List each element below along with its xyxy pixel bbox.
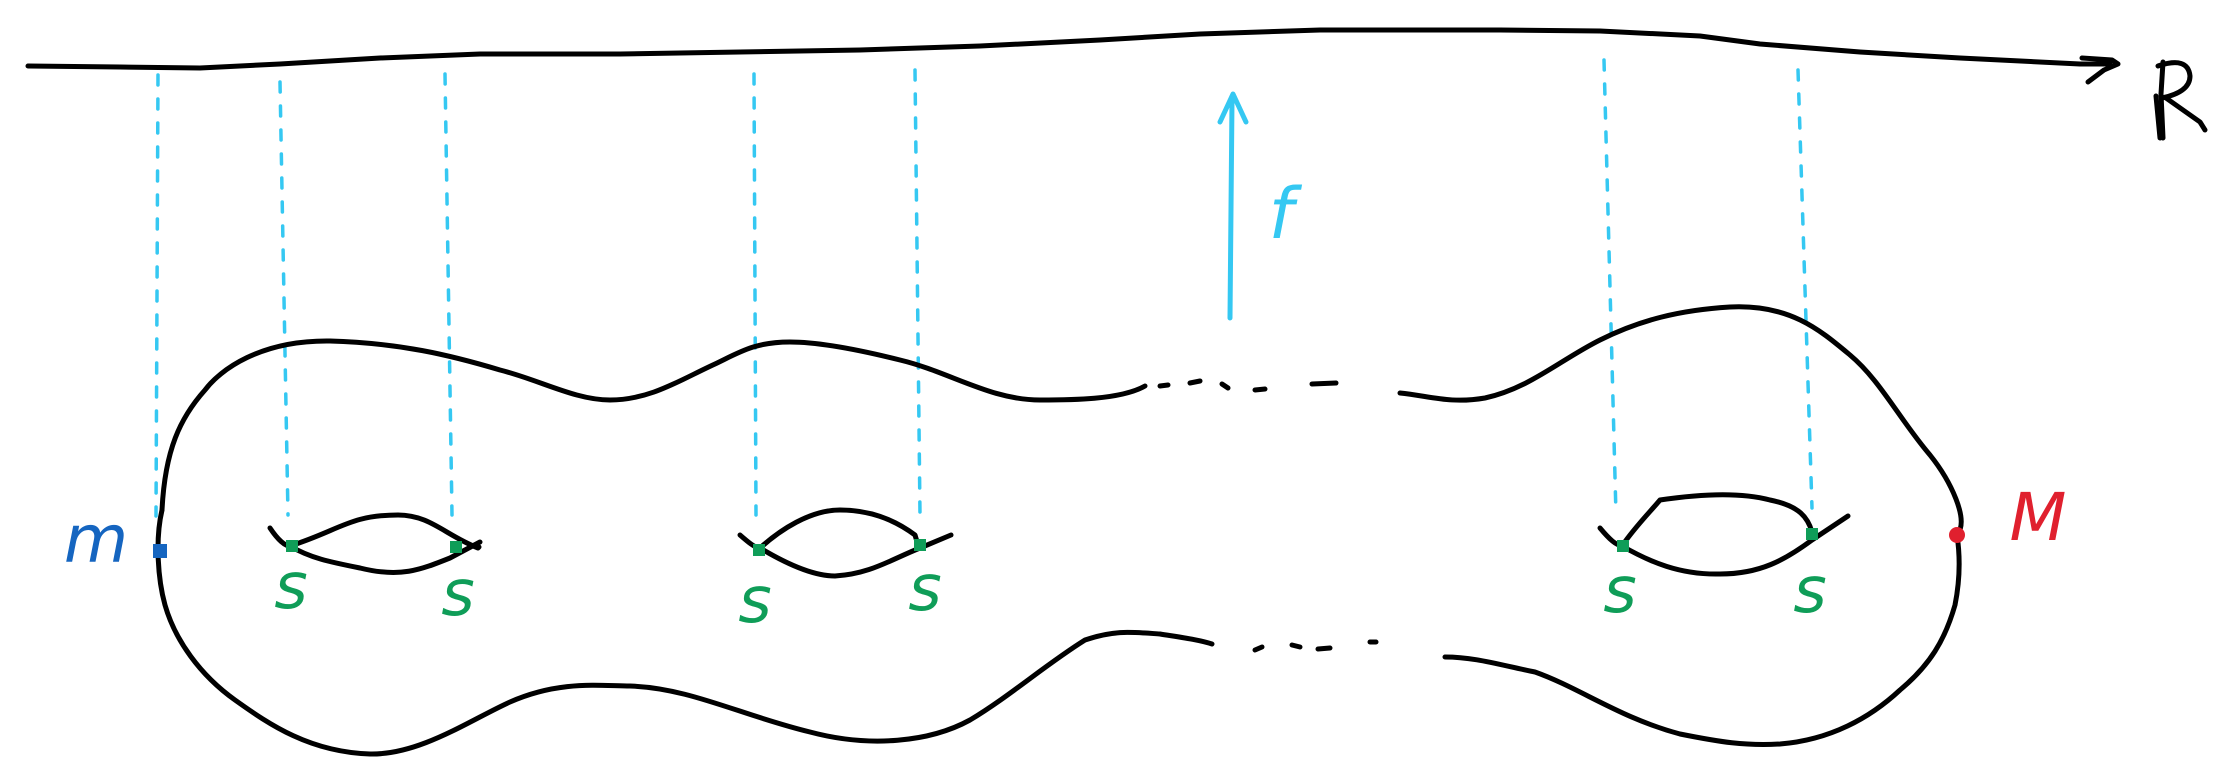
- function-arrow: f: [1217, 91, 1303, 321]
- saddle-point-3: [753, 544, 765, 556]
- projection-line-minimum: [154, 73, 160, 518]
- right-arrowhead-icon: [2079, 55, 2121, 85]
- surface-top-right: [1397, 304, 1964, 538]
- handle-hole-1: [267, 512, 483, 576]
- projection-line-saddle-6: [1796, 68, 1814, 510]
- saddle-point-6: [1806, 528, 1818, 540]
- surface-bottom-right: [1442, 532, 1962, 748]
- saddle-label-5: s: [1603, 554, 1636, 628]
- critical-points: [153, 527, 1965, 558]
- surface-top-left: [159, 338, 1148, 513]
- minimum-point: [153, 544, 167, 558]
- saddle-label-2: s: [441, 557, 474, 631]
- surface-bottom-left: [155, 507, 1215, 757]
- function-label: f: [1269, 173, 1303, 255]
- projection-line-saddle-5: [1602, 58, 1618, 517]
- real-line-label: R: [2153, 59, 2208, 141]
- projection-lines: [154, 58, 1814, 518]
- saddle-label-4: s: [908, 552, 941, 626]
- projection-line-saddle-3: [752, 72, 758, 517]
- saddle-label-6: s: [1793, 554, 1826, 628]
- maximum-point: [1949, 527, 1965, 543]
- saddle-point-2: [450, 541, 462, 553]
- bottom-ellipsis: [1252, 639, 1379, 653]
- maximum-label: M: [2010, 479, 2067, 556]
- minimum-label: m: [64, 501, 128, 578]
- saddle-label-3: s: [738, 564, 771, 638]
- projection-line-saddle-1: [278, 80, 290, 517]
- saddle-point-5: [1617, 540, 1629, 552]
- saddle-label-1: s: [274, 550, 307, 624]
- projection-line-saddle-2: [443, 72, 454, 517]
- saddle-labels: s s s s s s: [274, 550, 1826, 638]
- projection-line-saddle-4: [913, 68, 922, 517]
- real-axis-line: [25, 27, 2113, 71]
- top-ellipsis: [1157, 378, 1339, 393]
- real-axis: [25, 27, 2121, 85]
- saddle-point-4: [914, 539, 926, 551]
- up-arrow-icon: [1217, 91, 1249, 321]
- saddle-point-1: [286, 540, 298, 552]
